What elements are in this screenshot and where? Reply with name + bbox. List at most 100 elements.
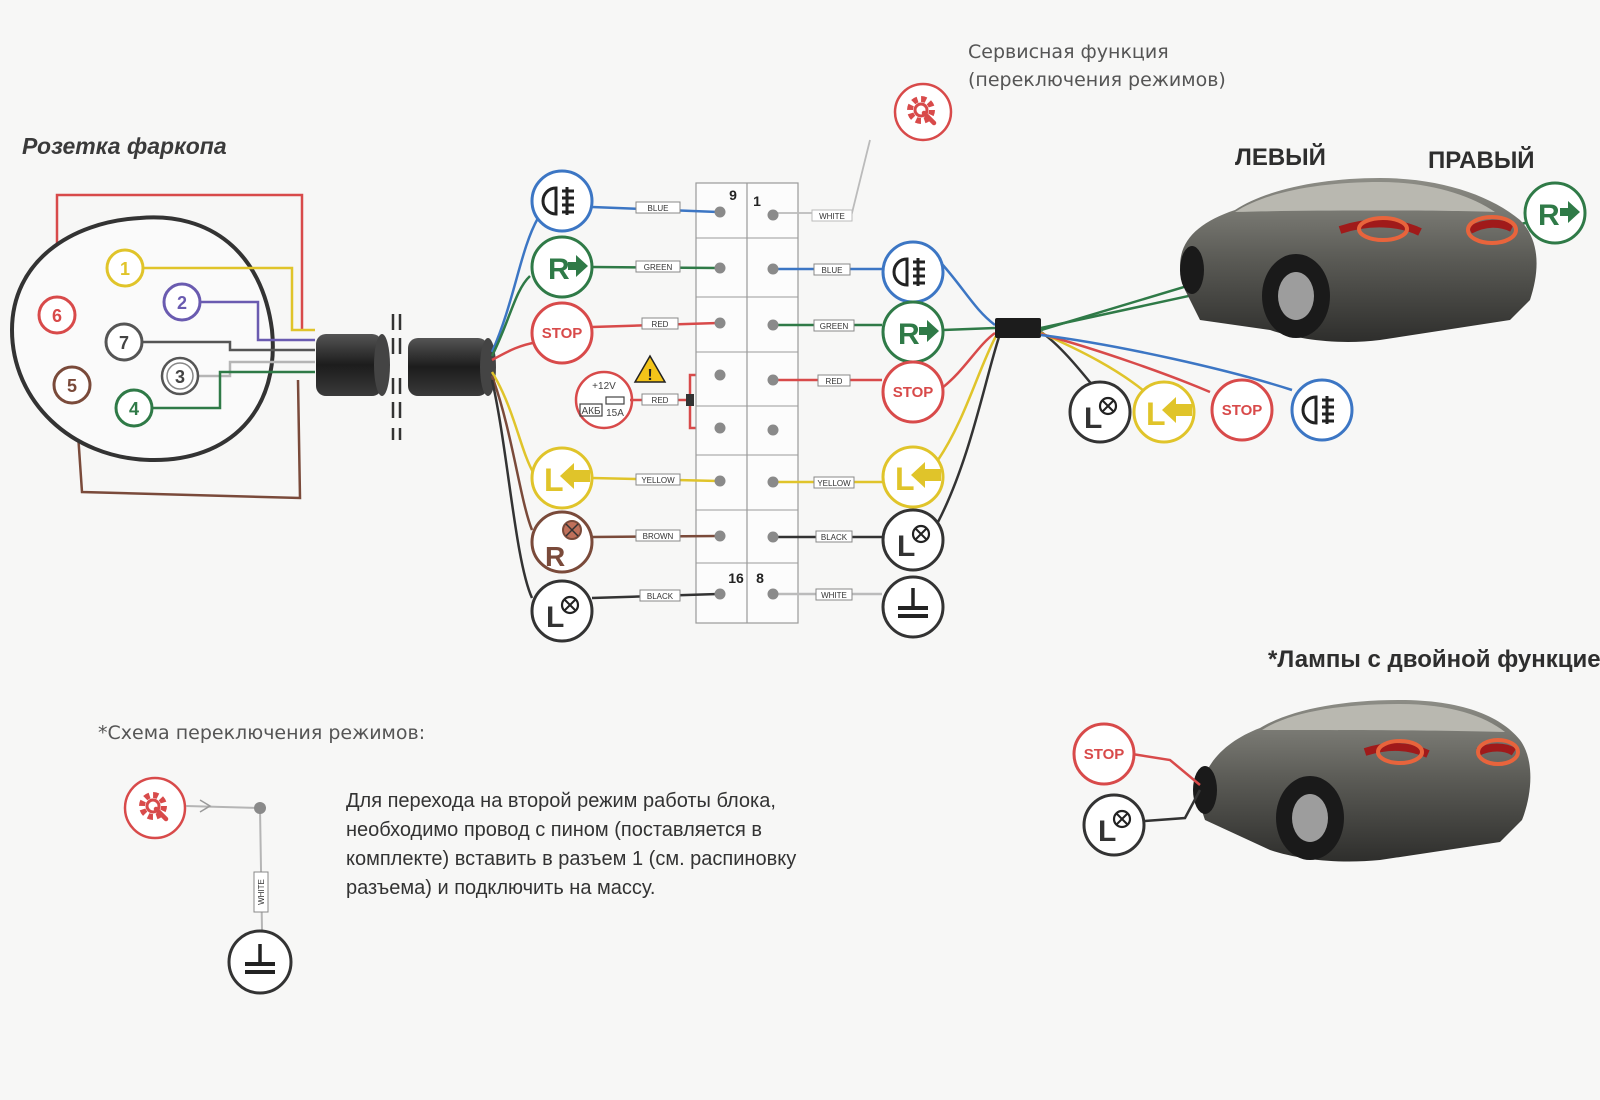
- svg-text:L: L: [895, 461, 915, 497]
- svg-text:2: 2: [177, 293, 187, 313]
- svg-text:L: L: [544, 462, 564, 498]
- plug-connector-male: [316, 334, 390, 396]
- right-stop-symbol: STOP: [881, 360, 945, 424]
- connector-pin-16-label: 16: [728, 570, 744, 586]
- svg-text:BROWN: BROWN: [643, 532, 674, 541]
- car-bottom-image: [1193, 700, 1531, 862]
- svg-text:L: L: [1084, 402, 1102, 435]
- service-gear-icon: [893, 82, 953, 142]
- svg-text:WHITE: WHITE: [257, 879, 266, 905]
- svg-text:АКБ: АКБ: [581, 406, 600, 417]
- svg-text:6: 6: [52, 306, 62, 326]
- svg-text:R: R: [548, 253, 570, 286]
- plug-connector-female: [408, 338, 496, 396]
- mode-gear-icon: [123, 776, 187, 840]
- dual-position-wire: [1131, 789, 1202, 824]
- svg-text:L: L: [1098, 815, 1116, 848]
- svg-text:R: R: [545, 541, 565, 572]
- svg-text:7: 7: [119, 333, 129, 353]
- svg-text:R: R: [898, 318, 920, 351]
- service-function-title: Сервисная функция: [968, 41, 1169, 63]
- socket-pin-7: 7: [104, 322, 144, 362]
- svg-text:RED: RED: [652, 396, 669, 405]
- svg-text:BLACK: BLACK: [821, 533, 848, 542]
- left-harness-wires: [490, 217, 540, 599]
- mode-wire-label: WHITE: [253, 871, 269, 913]
- socket-pin-5: 5: [52, 365, 92, 405]
- svg-text:YELLOW: YELLOW: [641, 476, 675, 485]
- socket-pin-1: 1: [105, 248, 145, 288]
- output-left-position-symbol: L: [1068, 380, 1132, 444]
- left-right-position-symbol: R: [530, 510, 594, 574]
- dual-left-position-symbol: L: [1082, 793, 1146, 857]
- left-fog-light-symbol: [530, 169, 594, 233]
- svg-text:BLUE: BLUE: [648, 204, 669, 213]
- battery-fuse-symbol: +12V АКБ 15A: [574, 370, 634, 430]
- mode-pin-dot: [254, 802, 266, 814]
- mode-arrow-icon: [199, 799, 212, 813]
- car-top-image: [1180, 178, 1537, 342]
- connector-pin-8-label: 8: [756, 570, 764, 586]
- connector-pin-dots: [714, 206, 779, 600]
- right-reverse-right-turn-symbol: R: [881, 300, 945, 364]
- output-fog-light-symbol: [1290, 378, 1354, 442]
- dual-stop-wire: [1131, 752, 1201, 786]
- mode-scheme-title: *Схема переключения режимов:: [98, 722, 425, 744]
- dual-stop-symbol: STOP: [1072, 722, 1136, 786]
- left-reverse-right-turn-symbol: R: [530, 235, 594, 299]
- left-left-position-symbol: L: [530, 579, 594, 643]
- svg-text:комплекте) вставить в разъем 1: комплекте) вставить в разъем 1 (см. расп…: [346, 848, 796, 870]
- connector-pin-1-label: 1: [753, 193, 761, 209]
- svg-text:15A: 15A: [606, 408, 624, 419]
- connector-pin-9-label: 9: [729, 187, 737, 203]
- mode-ground-symbol: [227, 929, 293, 995]
- fuse-clip: [686, 394, 694, 406]
- svg-text:STOP: STOP: [1222, 402, 1263, 419]
- mode-wire: [185, 805, 263, 931]
- left-left-turn-symbol: L: [530, 446, 594, 510]
- instructions-text: Для перехода на второй режим работы блок…: [346, 790, 796, 899]
- connector-gap: [391, 314, 402, 440]
- svg-text:L: L: [546, 601, 564, 634]
- car-right-turn-symbol: R: [1523, 181, 1587, 245]
- socket-pin-3: 3: [160, 356, 200, 396]
- output-left-turn-symbol: L: [1132, 380, 1196, 444]
- svg-text:WHITE: WHITE: [821, 591, 847, 600]
- svg-text:5: 5: [67, 376, 77, 396]
- svg-text:RED: RED: [826, 377, 843, 386]
- svg-text:STOP: STOP: [1084, 746, 1125, 763]
- svg-text:3: 3: [175, 367, 185, 387]
- svg-text:WHITE: WHITE: [819, 212, 845, 221]
- svg-text:BLACK: BLACK: [647, 592, 674, 601]
- car-right-label: ПРАВЫЙ: [1428, 146, 1535, 174]
- svg-text:!: !: [647, 367, 652, 384]
- right-ground-symbol: [881, 575, 945, 639]
- right-left-position-symbol: L: [881, 508, 945, 572]
- dual-lamps-title: *Лампы с двойной функцией: [1268, 646, 1600, 673]
- svg-text:YELLOW: YELLOW: [817, 479, 851, 488]
- warning-icon: !: [633, 354, 667, 384]
- right-left-turn-symbol: L: [881, 445, 945, 509]
- left-stop-symbol: STOP: [530, 301, 594, 365]
- output-stop-symbol: STOP: [1210, 378, 1274, 442]
- svg-text:GREEN: GREEN: [820, 322, 849, 331]
- svg-text:BLUE: BLUE: [822, 266, 843, 275]
- service-function-subtitle: (переключения режимов): [968, 69, 1226, 91]
- right-harness-wires: [936, 263, 1001, 523]
- svg-text:необходимо провод с пином (пос: необходимо провод с пином (поставляется …: [346, 819, 762, 841]
- wire-labels-left: BLUE GREEN RED RED YELLOW BROWN BLACK: [635, 201, 681, 602]
- splitter-junction: [995, 318, 1041, 338]
- right-fog-light-symbol: [881, 240, 945, 304]
- connector-block: 9 1 16 8: [695, 182, 799, 624]
- svg-text:+12V: +12V: [592, 381, 616, 392]
- svg-text:1: 1: [120, 259, 130, 279]
- car-left-label: ЛЕВЫЙ: [1235, 143, 1326, 171]
- svg-text:STOP: STOP: [542, 325, 583, 342]
- svg-text:L: L: [897, 530, 915, 563]
- svg-text:GREEN: GREEN: [644, 263, 673, 272]
- svg-text:4: 4: [129, 399, 139, 419]
- svg-text:L: L: [1146, 396, 1166, 432]
- socket-pin-4: 4: [114, 388, 154, 428]
- socket-title: Розетка фаркопа: [22, 133, 227, 159]
